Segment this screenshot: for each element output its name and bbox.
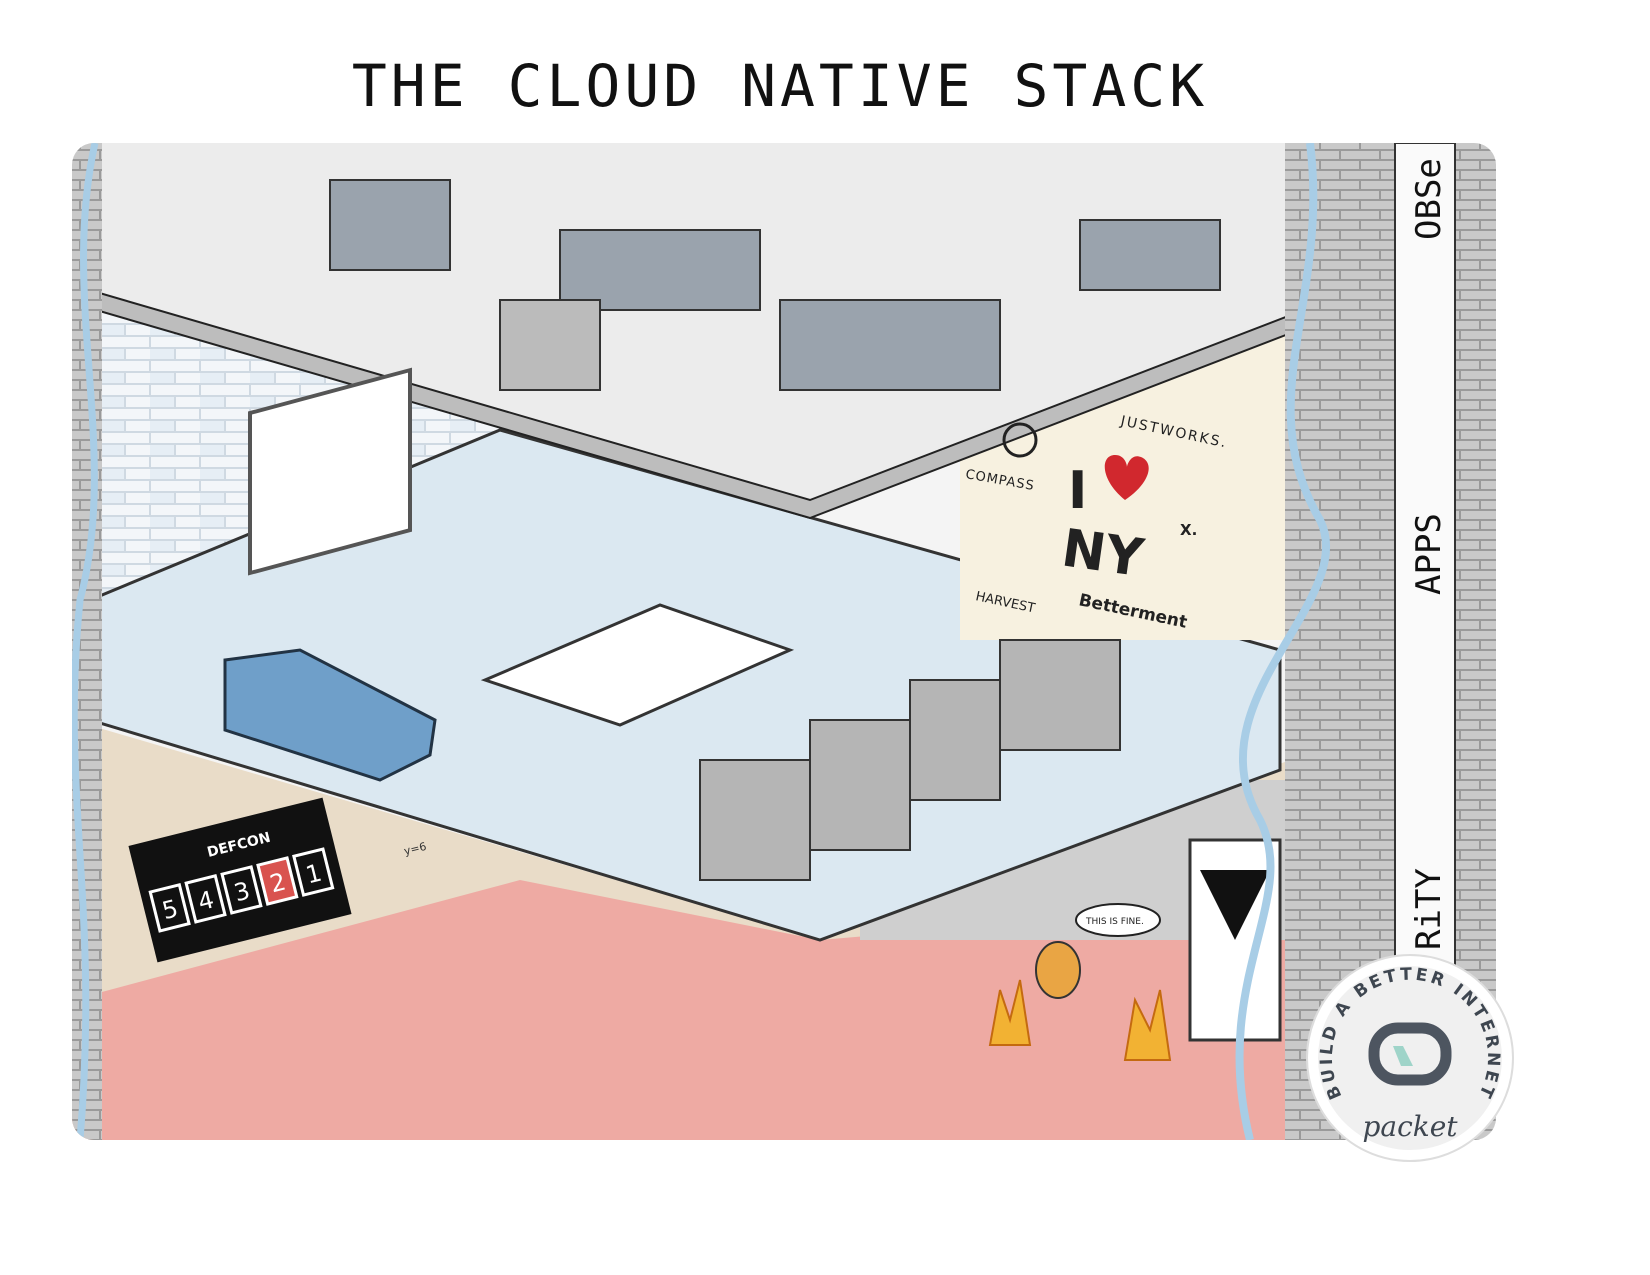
defcon-level-number: 3 bbox=[231, 876, 253, 907]
x-logo: X. bbox=[1180, 521, 1197, 539]
defcon-level-number: 5 bbox=[159, 894, 181, 925]
helmet-icon bbox=[1368, 1022, 1452, 1086]
github-icon bbox=[1002, 422, 1038, 458]
pipe bbox=[1235, 143, 1331, 1140]
whiteboard bbox=[248, 367, 412, 576]
defcon-level-number: 4 bbox=[195, 885, 217, 916]
ping-pong-table bbox=[480, 603, 795, 727]
defcon-level-box bbox=[220, 865, 263, 915]
dog bbox=[1035, 941, 1081, 999]
defcon-level-number: 2 bbox=[267, 868, 289, 899]
defcon-level-box bbox=[148, 882, 191, 933]
side-sign-obs: OBSe bbox=[1409, 158, 1449, 240]
defcon-level-box bbox=[184, 874, 227, 924]
defcon-level-box bbox=[256, 856, 299, 906]
sofa bbox=[223, 648, 437, 782]
defcon-level-box bbox=[292, 847, 335, 897]
defcon-level-number: 1 bbox=[303, 859, 325, 890]
badge-brand: packet bbox=[1362, 1110, 1458, 1143]
whiteboard-note: y=6 bbox=[403, 840, 428, 858]
ny-letters: NY bbox=[1058, 518, 1148, 589]
poster-title: THE CLOUD NATIVE STACK bbox=[351, 52, 1209, 120]
bottom-floor bbox=[72, 880, 1290, 1140]
fire-icon bbox=[988, 979, 1172, 1061]
speech-bubble bbox=[1075, 903, 1161, 937]
i-letter: I bbox=[1068, 461, 1087, 521]
side-sign-apps: APPS bbox=[1409, 513, 1449, 595]
heart-icon bbox=[1104, 455, 1149, 500]
speech-bubble-text: THIS IS FINE. bbox=[1085, 917, 1144, 927]
side-sign-rity: RiTY bbox=[1409, 868, 1449, 950]
packet-badge: BUILD A BETTER INTERNET packet bbox=[1306, 954, 1514, 1162]
